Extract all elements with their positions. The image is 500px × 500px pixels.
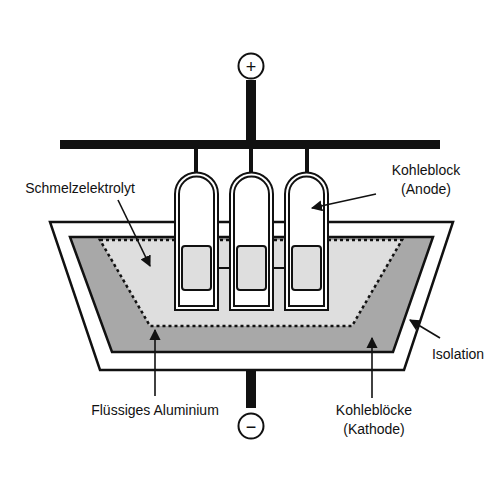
part-label: Flüssiges Aluminium [91, 401, 219, 420]
molten-electrolyte [100, 240, 402, 326]
polarity-sign: + [246, 57, 257, 75]
polarity-sign: − [246, 417, 257, 435]
terminal-circle: + [238, 53, 265, 80]
anode-terminal-bar [246, 80, 256, 144]
anodes [175, 172, 328, 310]
hanger [194, 149, 198, 173]
terminal-circle: − [238, 413, 265, 440]
hanger [305, 149, 309, 173]
hanger [249, 149, 253, 173]
part-label: Schmelzelektrolyt [25, 179, 135, 198]
busbar [60, 140, 440, 149]
part-label: Kohleblock (Anode) [380, 161, 472, 199]
leader-lines [118, 194, 440, 398]
part-label: Kohleblöcke (Kathode) [324, 401, 424, 439]
part-label: Isolation [432, 345, 484, 364]
